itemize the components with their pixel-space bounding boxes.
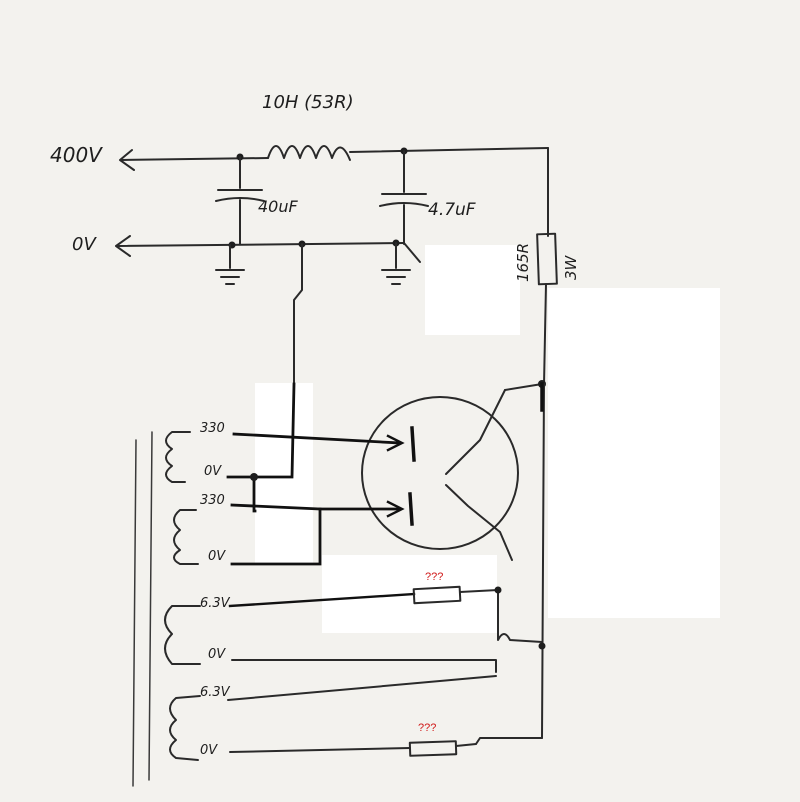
choke-label: 10H (53R) bbox=[262, 92, 354, 113]
winding-heater-a-bottom: 0V bbox=[208, 647, 226, 662]
winding-hv-a-top: 330 bbox=[200, 421, 225, 436]
unknown-resistor-a-label: ??? bbox=[425, 571, 443, 583]
cap2-label: 4.7uF bbox=[428, 200, 476, 220]
cathode-rail bbox=[541, 383, 545, 739]
heater-winding-b bbox=[169, 695, 201, 761]
junction-dot bbox=[538, 642, 546, 650]
winding-heater-a-top: 6.3V bbox=[200, 596, 231, 611]
winding-hv-b-top: 330 bbox=[200, 493, 225, 508]
heater-winding-a bbox=[164, 605, 201, 665]
ground-symbol bbox=[215, 244, 245, 285]
winding-hv-b-bottom: 0V bbox=[208, 549, 226, 564]
resistor-watt-label: 3W bbox=[562, 254, 580, 280]
junction-dot bbox=[494, 586, 502, 594]
winding-heater-b-top: 6.3V bbox=[200, 685, 231, 700]
heater-a-wiring bbox=[228, 585, 543, 673]
hv-ink-wiring bbox=[226, 382, 405, 566]
unknown-resistor-b-label: ??? bbox=[418, 722, 436, 734]
capacitor-40uf bbox=[215, 156, 265, 245]
resistor-label: 165R bbox=[514, 243, 532, 282]
heater-b-wiring bbox=[227, 675, 543, 757]
hv-winding-a bbox=[165, 431, 191, 483]
hv-winding-b bbox=[173, 509, 199, 565]
transformer-core bbox=[132, 431, 153, 787]
ground-symbol bbox=[381, 242, 411, 285]
erase-patch bbox=[255, 383, 313, 563]
erase-patch bbox=[425, 245, 520, 335]
ground-rail bbox=[115, 235, 421, 263]
resistor-165r bbox=[536, 232, 558, 386]
ground-label: 0V bbox=[72, 234, 97, 255]
winding-heater-b-bottom: 0V bbox=[200, 743, 218, 758]
junction-dot bbox=[250, 473, 258, 481]
cap1-label: 40uF bbox=[258, 197, 299, 216]
rectifier-tube bbox=[361, 383, 543, 561]
b-plus-label: 400V bbox=[50, 143, 103, 167]
capacitor-4-7uf bbox=[379, 150, 429, 245]
erase-patch bbox=[548, 288, 720, 618]
b-plus-rail bbox=[119, 145, 549, 237]
winding-hv-a-bottom: 0V bbox=[204, 464, 222, 479]
